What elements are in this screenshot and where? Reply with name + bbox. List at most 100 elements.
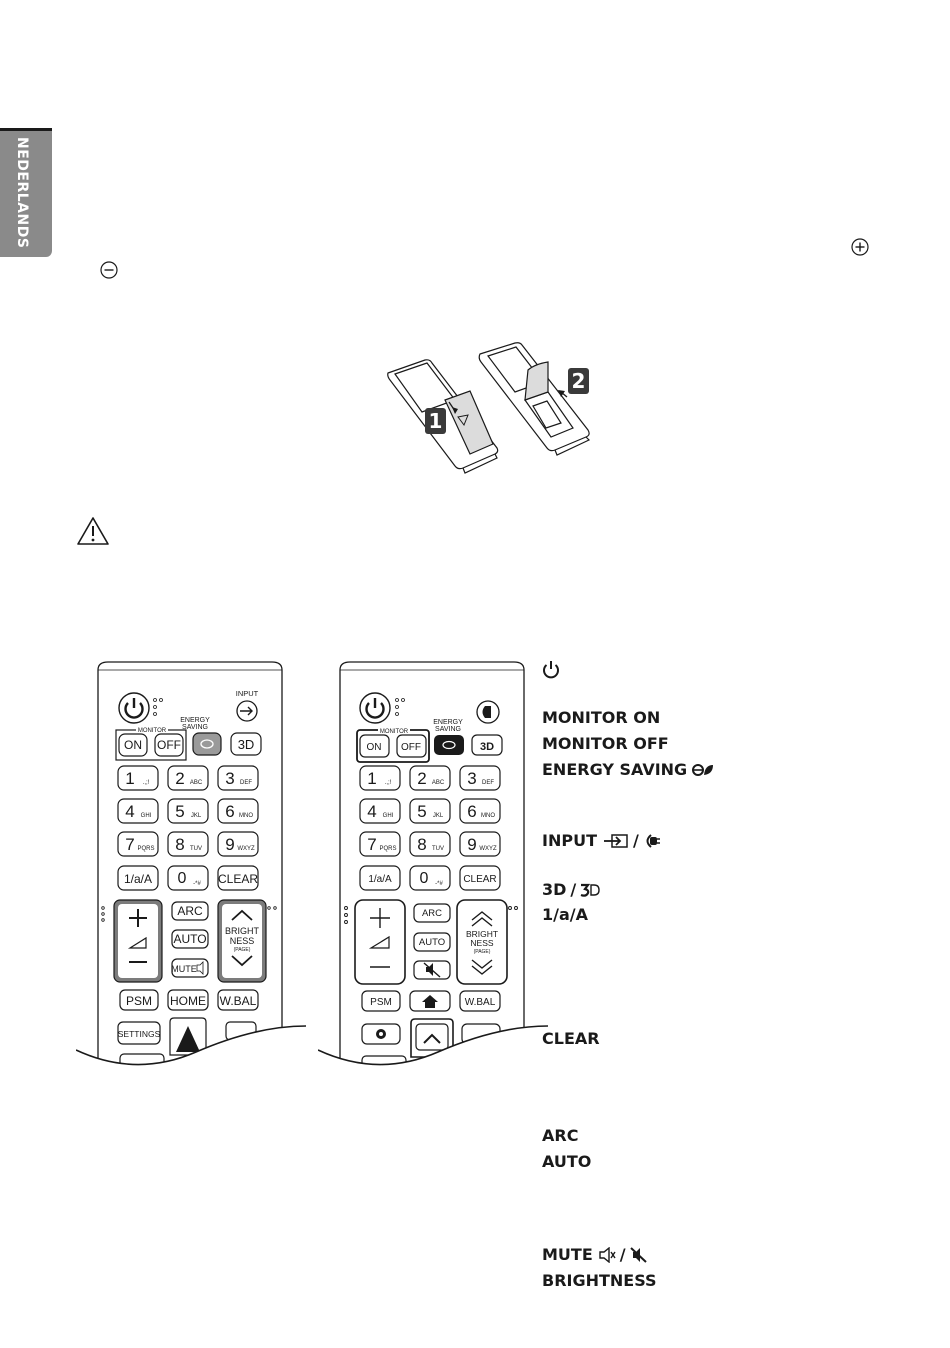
energy-saving-button <box>434 735 464 755</box>
svg-text:2: 2 <box>572 369 586 393</box>
home-button <box>409 990 451 1012</box>
number-key-frame <box>459 831 501 857</box>
number-key-letters: GHI <box>383 813 394 819</box>
number-key-letters: JKL <box>433 813 444 819</box>
svg-text:W.BAL: W.BAL <box>220 994 257 1008</box>
input-arrow-icon <box>603 833 628 848</box>
svg-text:PSM: PSM <box>370 997 392 1008</box>
number-key-digit: 6 <box>467 802 476 821</box>
number-key-frame <box>459 798 501 824</box>
wbal-button: W.BAL <box>217 989 259 1011</box>
settings-button <box>361 1023 401 1045</box>
svg-text:SAVING: SAVING <box>182 724 208 731</box>
input-button <box>236 700 258 722</box>
number-key-frame <box>459 765 501 791</box>
auto-button: AUTO <box>413 932 451 952</box>
psm-button: PSM <box>361 990 401 1012</box>
legend-3d-slash: / <box>570 880 577 899</box>
number-key-digit: 5 <box>175 802 184 821</box>
number-key-digit: 9 <box>467 835 476 854</box>
legend-energy-saving: ENERGY SAVING <box>542 760 714 779</box>
number-key-1: 1.,;! <box>359 765 401 791</box>
number-key-frame <box>409 831 451 857</box>
legend-mute: MUTE / <box>542 1245 648 1264</box>
svg-text:MONITOR: MONITOR <box>138 728 167 734</box>
clear-button: CLEAR <box>459 865 501 891</box>
number-key-frame <box>117 831 159 857</box>
mute-button <box>413 960 451 980</box>
number-key-letters: JKL <box>191 813 202 819</box>
legend-mute-label: MUTE <box>542 1245 593 1264</box>
mute-solid-icon <box>629 1246 647 1263</box>
svg-text:ENERGY: ENERGY <box>180 717 210 724</box>
number-key-letters: DEF <box>482 780 494 786</box>
legend-clear: CLEAR <box>542 1029 600 1048</box>
energy-saving-icon <box>692 763 714 776</box>
zero-button: 0 -*# <box>167 865 209 891</box>
number-key-frame <box>217 765 259 791</box>
language-label: NEDERLANDS <box>14 137 30 249</box>
remote-step-1-drawing <box>387 359 499 474</box>
legend-brightness: BRIGHTNESS <box>542 1271 657 1290</box>
number-key-digit: 7 <box>125 835 134 854</box>
clear-button: CLEAR <box>217 865 259 891</box>
power-button <box>359 692 391 724</box>
number-key-letters: PQRS <box>379 846 396 852</box>
svg-text:OFF: OFF <box>157 738 181 752</box>
number-key-letters: TUV <box>190 846 202 852</box>
svg-text:3D: 3D <box>238 737 255 752</box>
number-key-digit: 5 <box>417 802 426 821</box>
number-key-digit: 6 <box>225 802 234 821</box>
on-button: ON <box>359 734 390 758</box>
legend-arc: ARC <box>542 1126 579 1145</box>
top-rule <box>0 128 52 131</box>
number-key-1: 1.,;! <box>117 765 159 791</box>
wbal-button: W.BAL <box>459 990 501 1012</box>
minus-circle-icon <box>100 261 118 279</box>
on-button: ON <box>118 733 148 757</box>
legend-input-slash: / <box>632 831 639 850</box>
caution-icon <box>77 517 109 545</box>
legend-3d-label: 3D <box>542 880 567 899</box>
number-key-digit: 2 <box>417 769 426 788</box>
number-key-letters: MNO <box>239 813 253 819</box>
arc-button: ARC <box>413 903 451 923</box>
zero-button: 0 -*# <box>409 865 451 891</box>
svg-text:(PAGE): (PAGE) <box>234 947 251 953</box>
svg-text:MONITOR: MONITOR <box>380 729 409 735</box>
input-button <box>476 700 500 724</box>
number-key-frame <box>409 798 451 824</box>
svg-text:SETTINGS: SETTINGS <box>118 1029 161 1039</box>
legend-auto: AUTO <box>542 1152 592 1171</box>
number-key-letters: ABC <box>190 780 203 786</box>
svg-text:ARC: ARC <box>177 904 203 918</box>
number-key-frame <box>217 831 259 857</box>
svg-text:INPUT: INPUT <box>236 689 259 698</box>
svg-text:BRIGHT: BRIGHT <box>225 926 260 936</box>
led-dots <box>153 698 163 716</box>
number-key-letters: PQRS <box>137 846 154 852</box>
up-arrow-button <box>169 1017 207 1056</box>
legend-3d: 3D / <box>542 880 600 899</box>
number-key-letters: .,;! <box>143 780 150 786</box>
input-plug-icon <box>646 833 660 848</box>
legend-power <box>542 659 560 679</box>
3d-icon <box>580 883 600 897</box>
volume-rocker <box>113 899 163 983</box>
number-key-letters: WXYZ <box>237 846 255 852</box>
legend-monitor-off: MONITOR OFF <box>542 734 669 753</box>
number-key-letters: ABC <box>432 780 445 786</box>
mute-button: MUTE <box>171 958 209 978</box>
